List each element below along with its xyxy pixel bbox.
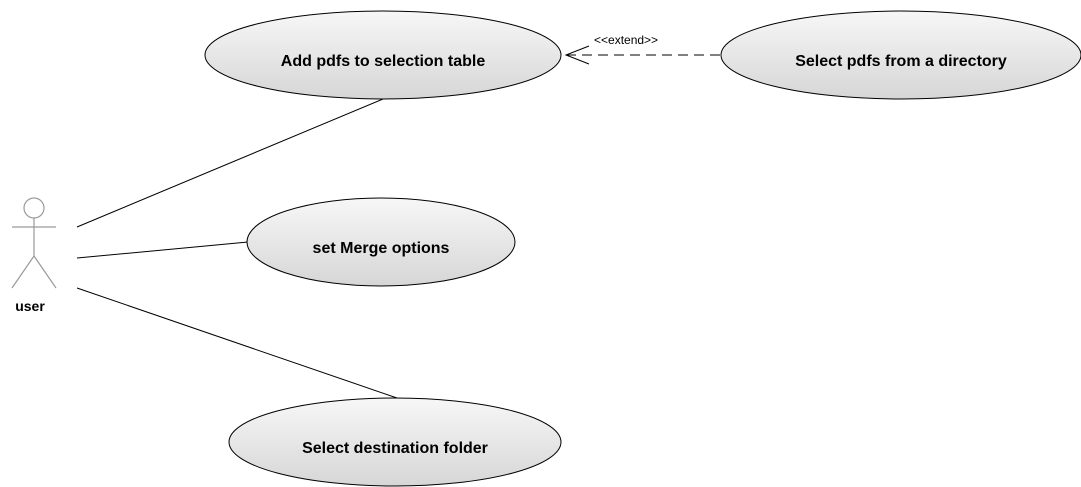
extend-stereotype-label: <<extend>> [594,33,658,47]
extend-arrowhead [564,45,590,65]
usecase-merge-options-ellipse [246,197,516,287]
usecase-destination[interactable]: Select destination folder [228,397,562,487]
usecase-add-pdfs-label: Add pdfs to selection table [281,53,486,70]
usecase-add-pdfs[interactable]: Add pdfs to selection table [204,10,562,100]
actor-user-label: user [15,298,45,314]
usecase-destination-ellipse [228,397,562,487]
usecase-select-pdfs[interactable]: Select pdfs from a directory [720,10,1081,100]
usecase-merge-options-label: set Merge options [313,240,450,257]
association-destination [76,287,398,399]
association-merge-options [76,241,249,259]
usecase-select-pdfs-label: Select pdfs from a directory [795,53,1007,70]
usecase-add-pdfs-ellipse [204,10,562,100]
usecase-select-pdfs-ellipse [720,10,1081,100]
association-add-pdfs [76,98,384,228]
usecase-destination-label: Select destination folder [302,440,488,457]
usecase-merge-options[interactable]: set Merge options [246,197,516,287]
actor-figure-icon [11,197,57,289]
actor-user[interactable]: user [11,197,57,314]
extend-relation: <<extend>> [564,33,722,65]
